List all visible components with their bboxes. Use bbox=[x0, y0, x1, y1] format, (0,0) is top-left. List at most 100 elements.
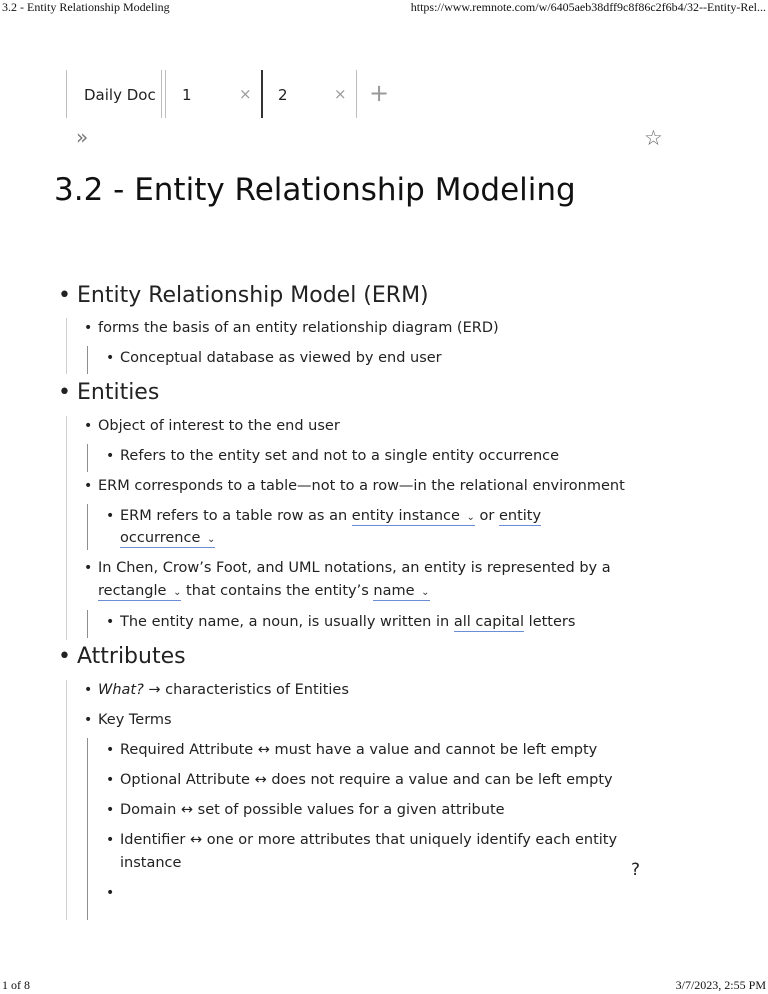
link-text: occurrence bbox=[120, 530, 201, 546]
list-item[interactable]: •What? → characteristics of Entities bbox=[84, 682, 349, 698]
print-datetime: 3/7/2023, 2:55 PM bbox=[675, 978, 766, 992]
bullet-icon[interactable]: • bbox=[58, 644, 71, 669]
bullet-icon[interactable]: • bbox=[106, 802, 115, 818]
print-footer: 1 of 8 3/7/2023, 2:55 PM bbox=[0, 978, 768, 994]
bullet-icon[interactable]: • bbox=[58, 283, 71, 308]
tab-label: 2 bbox=[278, 86, 288, 104]
list-item[interactable]: •Domain ↔ set of possible values for a g… bbox=[106, 802, 505, 818]
print-header-title: 3.2 - Entity Relationship Modeling bbox=[2, 0, 170, 14]
heading-text: Attributes bbox=[76, 644, 186, 669]
rem-heading-entities[interactable]: •Entities bbox=[58, 380, 159, 405]
rem-reference-name[interactable]: name ⌄ bbox=[373, 583, 430, 601]
close-icon[interactable]: × bbox=[239, 85, 252, 103]
bullet-icon[interactable]: • bbox=[84, 560, 93, 576]
item-text: Conceptual database as viewed by end use… bbox=[120, 350, 442, 366]
bullet-icon[interactable]: • bbox=[106, 350, 115, 366]
bullet-icon[interactable]: • bbox=[58, 380, 71, 405]
bullet-icon[interactable]: • bbox=[106, 448, 115, 464]
list-item[interactable]: •Key Terms bbox=[84, 712, 172, 728]
list-item-continuation: rectangle ⌄ that contains the entity’s n… bbox=[98, 583, 430, 601]
bullet-icon[interactable]: • bbox=[84, 320, 93, 336]
list-item[interactable]: • Refers to the entity set and not to a s… bbox=[106, 448, 559, 464]
arrow-right-icon: → bbox=[148, 682, 161, 698]
definition-text: does not require a value and can be left… bbox=[271, 772, 613, 788]
indent-guide bbox=[87, 346, 88, 374]
indent-guide bbox=[87, 610, 88, 638]
list-item[interactable]: • Object of interest to the end user bbox=[84, 418, 340, 434]
rem-heading-attributes[interactable]: •Attributes bbox=[58, 644, 186, 669]
term-text: Identifier bbox=[120, 832, 186, 848]
term-text: Domain bbox=[120, 802, 177, 818]
expand-sidebar-icon[interactable]: » bbox=[76, 125, 89, 149]
list-item[interactable]: • forms the basis of an entity relationsh… bbox=[84, 320, 499, 336]
item-text: forms the basis of an entity relationshi… bbox=[98, 320, 499, 336]
star-icon[interactable]: ☆ bbox=[644, 126, 663, 150]
bullet-icon[interactable]: • bbox=[84, 478, 93, 494]
bullet-icon[interactable]: • bbox=[106, 508, 115, 524]
indent-guide bbox=[87, 738, 88, 920]
item-text: Object of interest to the end user bbox=[98, 418, 340, 434]
rem-reference-all-capital[interactable]: all capital bbox=[453, 614, 525, 632]
rem-heading-erm[interactable]: •Entity Relationship Model (ERM) bbox=[58, 283, 429, 308]
double-arrow-icon: ↔ bbox=[254, 772, 267, 788]
bullet-icon[interactable]: • bbox=[106, 832, 115, 848]
tab-separator-active bbox=[261, 70, 263, 118]
tab-separator bbox=[356, 70, 357, 118]
term-text: Optional Attribute bbox=[120, 772, 250, 788]
list-item-continuation: occurrence ⌄ bbox=[120, 530, 216, 548]
chevron-down-icon[interactable]: ⌄ bbox=[173, 587, 182, 598]
rem-reference-entity-occurrence[interactable]: entity bbox=[498, 508, 542, 526]
list-item[interactable]: • In Chen, Crow’s Foot, and UML notations… bbox=[84, 560, 611, 576]
definition-text: must have a value and cannot be left emp… bbox=[274, 742, 598, 758]
plus-icon[interactable]: + bbox=[369, 79, 390, 107]
bullet-icon[interactable]: • bbox=[106, 772, 115, 788]
tab-separator bbox=[165, 70, 166, 118]
double-arrow-icon: ↔ bbox=[180, 802, 194, 818]
item-text: that contains the entity’s bbox=[181, 583, 374, 599]
double-arrow-icon: ↔ bbox=[189, 832, 203, 848]
list-item[interactable]: •ERM corresponds to a table—not to a row… bbox=[84, 478, 625, 494]
list-item[interactable]: • Optional Attribute ↔ does not require a… bbox=[106, 772, 613, 788]
help-icon[interactable]: ? bbox=[631, 860, 641, 880]
tab-separator bbox=[161, 70, 162, 118]
chevron-down-icon[interactable]: ⌄ bbox=[466, 512, 475, 523]
close-icon[interactable]: × bbox=[334, 85, 347, 103]
list-item[interactable]: •Required Attribute ↔ must have a value … bbox=[106, 742, 597, 758]
indent-guide bbox=[66, 680, 67, 920]
item-text: In Chen, Crow’s Foot, and UML notations,… bbox=[98, 560, 611, 576]
bullet-icon[interactable]: • bbox=[84, 418, 93, 434]
list-item[interactable]: •The entity name, a noun, is usually wri… bbox=[106, 614, 575, 632]
list-item[interactable]: • ERM refers to a table row as an entity … bbox=[106, 508, 542, 526]
bullet-icon[interactable]: • bbox=[106, 885, 115, 901]
indent-guide bbox=[66, 416, 67, 640]
definition-text: one or more attributes that uniquely ide… bbox=[206, 832, 618, 848]
bullet-icon[interactable]: • bbox=[106, 614, 115, 630]
link-text: name bbox=[373, 583, 415, 599]
list-item-continuation: instance bbox=[120, 855, 181, 871]
heading-text: Entities bbox=[76, 380, 160, 405]
rem-reference-entity-instance[interactable]: entity instance ⌄ bbox=[351, 508, 475, 526]
tab-label: Daily Doc bbox=[84, 86, 156, 104]
definition-text: instance bbox=[120, 855, 182, 871]
chevron-down-icon[interactable]: ⌄ bbox=[421, 587, 430, 598]
print-header: 3.2 - Entity Relationship Modeling https… bbox=[0, 0, 768, 16]
print-header-url: https://www.remnote.com/w/6405aeb38dff9c… bbox=[410, 0, 766, 14]
rem-reference-entity-occurrence[interactable]: occurrence ⌄ bbox=[120, 530, 216, 548]
list-item[interactable]: • Identifier ↔ one or more attributes tha… bbox=[106, 832, 617, 848]
item-text: Refers to the entity set and not to a si… bbox=[120, 448, 560, 464]
page-title: 3.2 - Entity Relationship Modeling bbox=[54, 172, 576, 208]
rem-reference-rectangle[interactable]: rectangle ⌄ bbox=[98, 583, 182, 601]
bullet-icon[interactable]: • bbox=[84, 682, 93, 698]
tab-label: 1 bbox=[182, 86, 192, 104]
indent-guide bbox=[87, 504, 88, 550]
link-text: entity instance bbox=[351, 508, 460, 524]
item-text: characteristics of Entities bbox=[165, 682, 349, 698]
item-text: ERM refers to a table row as an bbox=[120, 508, 352, 524]
list-item[interactable]: • Conceptual database as viewed by end us… bbox=[106, 350, 442, 366]
link-text: rectangle bbox=[98, 583, 167, 599]
tab-separator bbox=[66, 70, 67, 118]
bullet-icon[interactable]: • bbox=[106, 742, 115, 758]
bullet-icon[interactable]: • bbox=[84, 712, 93, 728]
chevron-down-icon[interactable]: ⌄ bbox=[206, 534, 216, 545]
list-item-empty[interactable]: • bbox=[106, 885, 120, 901]
